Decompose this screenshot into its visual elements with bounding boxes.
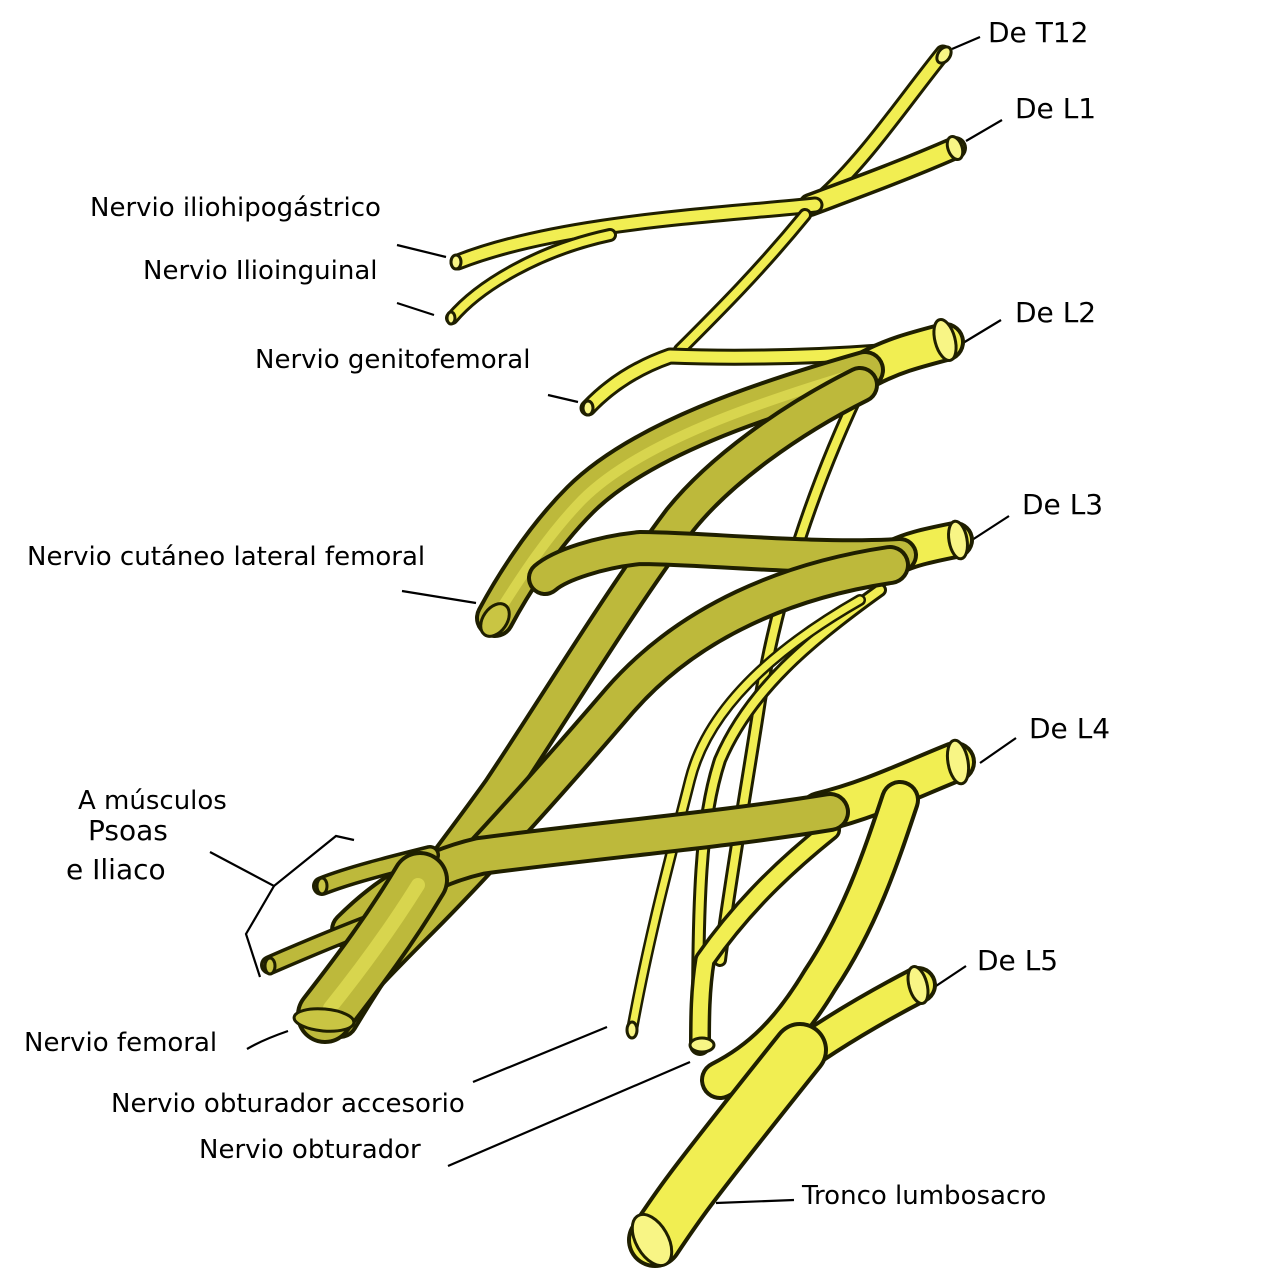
leader-femoral [246, 1029, 289, 1050]
iliohypogastric-cut-end [449, 253, 463, 271]
obturator-cut-end [688, 1036, 716, 1054]
l2-cut-end [932, 318, 958, 362]
l1-cut-end [945, 134, 965, 162]
label-de-l4: De L4 [1029, 712, 1111, 745]
lateral-cutaneous-cut-end [479, 602, 511, 638]
femoral-cut-end [292, 1007, 356, 1033]
leader-ilioinguinal [396, 301, 435, 317]
leader-accessory-obturator [472, 1025, 608, 1084]
l5-cut-end [906, 965, 930, 1005]
muscular-upper-cut-end [315, 876, 329, 896]
muscular-lower-cut-end [263, 956, 277, 976]
label-accessory-obturator: Nervio obturador accesorio [111, 1089, 465, 1119]
label-muscles-line3: e Iliaco [66, 853, 166, 886]
leader-l2 [962, 319, 1002, 344]
leader-l4 [979, 737, 1017, 764]
label-genitofemoral: Nervio genitofemoral [255, 345, 531, 375]
leader-lateral-cutaneous [401, 589, 477, 605]
label-de-l1: De L1 [1015, 92, 1097, 125]
leader-genitofemoral [547, 393, 579, 404]
label-obturator: Nervio obturador [199, 1135, 421, 1165]
leader-muscles-upper [209, 834, 355, 888]
label-muscles-line1: A músculos [78, 786, 227, 816]
label-de-l3: De L3 [1022, 488, 1104, 521]
label-de-l2: De L2 [1015, 296, 1097, 329]
label-iliohypogastric: Nervio iliohipogástrico [90, 193, 381, 223]
l3-cut-end [947, 519, 969, 561]
leader-l3 [971, 515, 1010, 541]
leader-lumbosacral-trunk [715, 1198, 795, 1205]
accessory-obturator-cut-end [625, 1020, 639, 1040]
leader-obturator [447, 1060, 691, 1168]
label-femoral: Nervio femoral [24, 1028, 218, 1058]
leader-l1 [965, 119, 1003, 142]
label-de-l5: De L5 [977, 944, 1059, 977]
label-de-t12: De T12 [988, 16, 1089, 49]
leader-iliohypogastric [396, 243, 447, 259]
nerve-cut-ends [263, 45, 971, 1268]
label-lumbosacral-trunk: Tronco lumbosacro [802, 1181, 1047, 1211]
label-lateral-cutaneous: Nervio cutáneo lateral femoral [27, 542, 426, 572]
label-ilioinguinal: Nervio Ilioinguinal [143, 256, 378, 286]
genitofemoral-cut-end [581, 399, 595, 417]
label-muscles-line2: Psoas [88, 814, 168, 847]
l4-cut-end [945, 738, 971, 786]
lumbosacral-cut-end [630, 1212, 674, 1268]
leader-t12 [951, 35, 981, 51]
ilioinguinal-cut-end [445, 310, 457, 326]
leader-muscles-lower [244, 885, 275, 978]
deep-nerves [260, 350, 918, 1044]
t12-cut-end [935, 45, 953, 65]
